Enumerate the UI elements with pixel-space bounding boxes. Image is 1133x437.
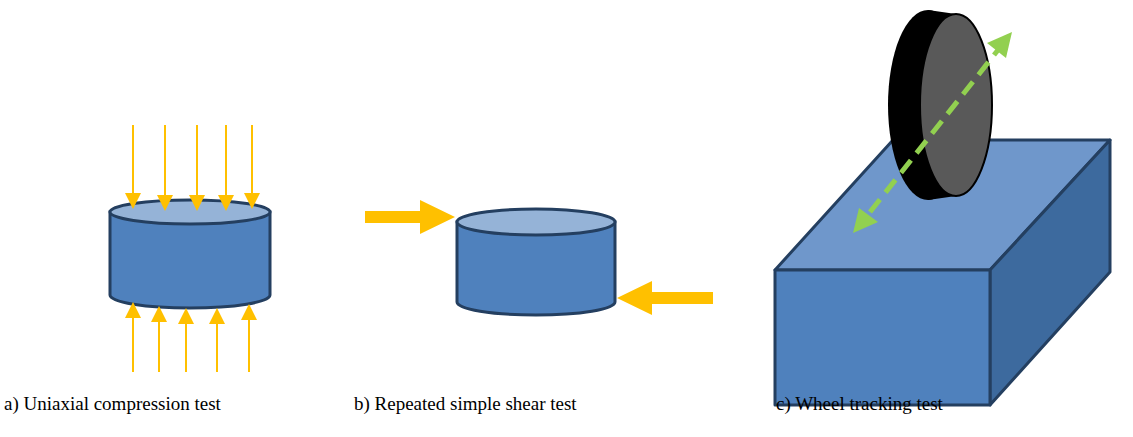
compression-specimen <box>110 200 270 308</box>
cylinder-top <box>457 209 615 235</box>
load-arrow <box>158 310 160 372</box>
load-arrow <box>225 125 227 207</box>
travel-arrowhead <box>853 208 878 233</box>
slab-side <box>990 140 1110 405</box>
load-arrow <box>216 312 218 372</box>
travel-arrowhead <box>987 32 1012 58</box>
slab-front <box>775 270 990 405</box>
travel-direction <box>853 32 1012 233</box>
load-arrow <box>248 308 250 372</box>
caption: a) Uniaxial compression test <box>4 393 221 415</box>
compression-arrows <box>133 125 252 372</box>
load-arrow <box>196 125 198 207</box>
shear-arrow <box>365 200 455 234</box>
load-arrow <box>132 125 134 205</box>
load-arrow <box>164 125 166 207</box>
caption: b) Repeated simple shear test <box>354 393 577 415</box>
load-arrow <box>132 306 134 372</box>
shear-arrow <box>617 281 713 315</box>
load-arrow <box>185 312 187 372</box>
shear-specimen <box>457 209 615 315</box>
travel-axis <box>870 50 998 212</box>
cylinder-body <box>110 212 270 308</box>
caption: c) Wheel tracking test <box>776 393 943 415</box>
load-arrow <box>251 125 253 205</box>
